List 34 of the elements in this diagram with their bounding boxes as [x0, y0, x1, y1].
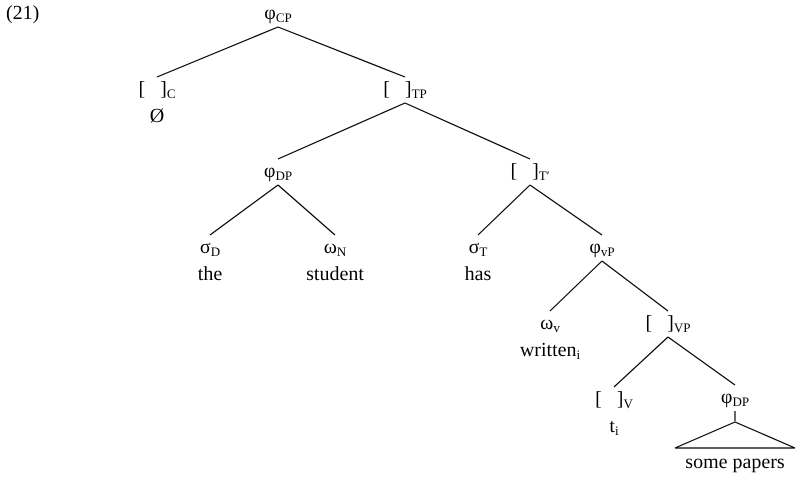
- tree-branch: [550, 260, 602, 312]
- category-label: [ ]$_{VP}$: [646, 312, 690, 336]
- tree-branch: [404, 102, 530, 160]
- word: student: [306, 263, 364, 285]
- category-label: [ ]$_{C}$: [138, 78, 176, 102]
- tree-branch: [530, 184, 602, 236]
- category-label: ω$_{N}$: [324, 236, 346, 260]
- example-number: (21): [6, 2, 40, 25]
- word: t$_{i}$: [609, 415, 619, 439]
- tree-branch: [734, 411, 736, 421]
- category-label: φ$_{DP}$: [264, 160, 292, 184]
- tree-branch: [156, 26, 278, 78]
- phrase: some papers: [685, 451, 785, 473]
- tree-branch: [602, 260, 668, 312]
- category-label: ω$_{v}$: [540, 312, 560, 336]
- tree-branch: [210, 184, 278, 236]
- word: Ø: [150, 105, 164, 127]
- category-label: φ$_{CP}$: [264, 2, 292, 26]
- tree-branch: [278, 184, 336, 236]
- category-label: [ ]$_{T′}$: [510, 160, 550, 184]
- tree-branch: [278, 102, 406, 160]
- word: written$_{i}$: [520, 339, 580, 363]
- category-label: [ ]$_{V}$: [595, 388, 633, 412]
- tree-branch: [668, 336, 736, 386]
- category-label: φ$_{vP}$: [589, 236, 615, 260]
- word: has: [464, 263, 492, 285]
- category-label: [ ]$_{TP}$: [383, 78, 427, 102]
- category-label: σ$_{D}$: [200, 236, 220, 260]
- tree-branch: [614, 336, 668, 388]
- tree-branch: [278, 26, 406, 78]
- category-label: φ$_{DP}$: [720, 386, 750, 410]
- tree-branch: [478, 184, 530, 236]
- word: the: [198, 263, 222, 285]
- category-label: σ$_{T}$: [468, 236, 488, 260]
